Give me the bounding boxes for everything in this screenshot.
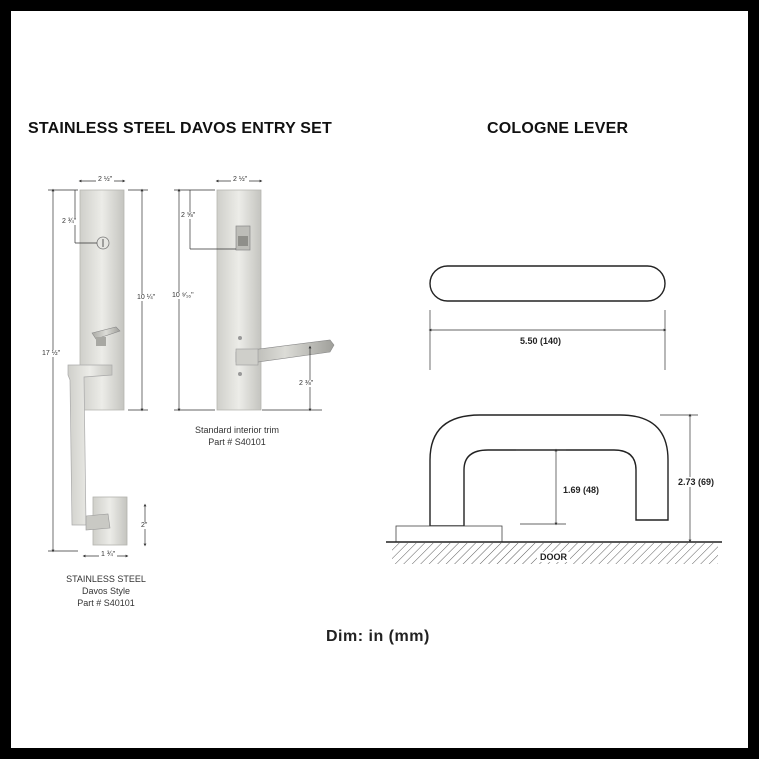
thumb-lever <box>91 326 121 340</box>
dim-top-width-interior: 2 ½" <box>231 176 250 183</box>
cologne-lever-top-view <box>428 265 667 370</box>
dim-overall-height: 17 ½" <box>42 350 61 357</box>
lever-length-label: 5.50 (140) <box>520 336 562 346</box>
exterior-caption-line1: STAINLESS STEEL <box>66 574 146 584</box>
exterior-caption-line2: Davos Style <box>81 586 131 596</box>
dim-key-offset: 2 ¾" <box>62 218 77 225</box>
dim-top-width-exterior: 2 ½" <box>96 176 115 183</box>
interior-caption: Standard interior trim Part # S40101 <box>182 424 292 448</box>
cologne-lever-side-view <box>386 413 722 564</box>
dim-base-height: 2" <box>141 522 148 529</box>
interior-trim-plate <box>216 189 335 411</box>
units-note: Dim: in (mm) <box>326 628 430 645</box>
grip-handle <box>67 364 113 526</box>
dim-lever-offset: 2 ⅜" <box>299 380 314 387</box>
interior-caption-line2: Part # S40101 <box>208 437 266 447</box>
entry-set-title: STAINLESS STEEL DAVOS ENTRY SET <box>28 120 333 137</box>
cologne-lever-title: COLOGNE LEVER <box>487 120 629 137</box>
door-label: DOOR <box>537 552 570 562</box>
dim-base-width: 1 ¾" <box>99 551 118 558</box>
exterior-caption: STAINLESS STEEL Davos Style Part # S4010… <box>50 573 162 609</box>
interior-caption-line1: Standard interior trim <box>194 425 280 435</box>
lever-projection-label: 2.73 (69) <box>678 477 715 487</box>
lever-clearance-label: 1.69 (48) <box>563 485 600 495</box>
exterior-handleset <box>67 189 128 546</box>
dim-turn-offset: 2 ⅝" <box>181 212 196 219</box>
dim-plate-height-interior: 10 ⁹⁄₁₆" <box>172 292 194 299</box>
interior-dimension-lines <box>174 179 322 412</box>
exterior-caption-line3: Part # S40101 <box>77 598 135 608</box>
dim-plate-height-exterior: 10 ¼" <box>137 294 156 301</box>
